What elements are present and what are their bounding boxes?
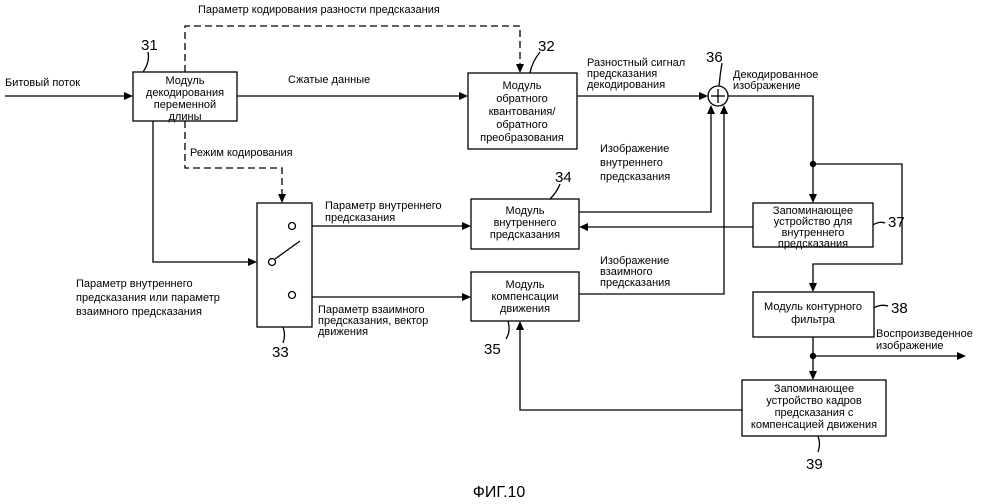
label-line: квантования/ [489,106,557,118]
ref-32: 32 [538,38,555,55]
ref-31: 31 [141,37,158,54]
label-line: предсказания [778,238,848,250]
arrow-intra-into-adder [707,105,715,114]
leader-37 [873,222,885,225]
label-line: устройство кадров [766,395,862,407]
ref-33: 33 [272,344,289,361]
label-reproduced-image: Воспроизведенноеизображение [876,328,973,352]
line-intra-or-inter-param [153,121,249,262]
arrow-into-adder [699,92,708,100]
label-inter-param: Параметр взаимногопредсказания, вектордв… [318,304,428,338]
label-line: предсказания или параметр [76,292,220,304]
leader-33 [283,327,285,343]
label-line: Модуль [506,279,545,291]
label-line: взаимного предсказания [76,306,202,318]
ref-34: 34 [555,169,572,186]
leader-35 [506,321,509,339]
leader-39 [818,436,820,452]
line-frame-memory-out [520,329,742,410]
label-line: компенсации [492,291,559,303]
label-line: Параметр внутреннего [76,278,193,290]
arrow-param-into-33 [248,258,257,266]
arrow-into-37 [809,194,817,203]
label-line: компенсацией движения [751,419,877,431]
line-pred-diff-param [185,26,520,72]
label-line: Воспроизведенное [876,328,973,340]
label-line: декодирования [146,87,224,99]
label-bitstream: Битовый поток [5,77,80,89]
label-line: Модуль [506,205,545,217]
label-line: изображение [733,80,801,92]
leader-31 [143,52,148,72]
label-line: преобразования [480,132,564,144]
label-decoded-image: Декодированноеизображение [733,69,818,92]
label-line: Параметр внутреннего [325,200,442,212]
label-line: Модуль контурного [764,301,862,313]
label-line: декодирования [587,79,665,91]
label-line: предсказания [325,212,395,224]
label-line: Изображение [600,143,669,155]
label-intra-param: Параметр внутреннегопредсказания [325,200,442,224]
arrow-into-39 [809,371,817,380]
label-coding-mode: Режим кодирования [190,147,293,159]
leader-38 [874,305,888,308]
label-compressed-data: Сжатые данные [288,74,370,86]
label-line: предсказания [490,229,560,241]
label-line: Битовый поток [5,77,80,89]
leader-34 [550,184,560,199]
figure-caption: ФИГ.10 [473,484,526,501]
label-line: обратного [496,93,548,105]
block-37-label: Запоминающееустройство длявнутреннегопре… [773,205,853,250]
label-line: Запоминающее [774,383,854,395]
label-line: Режим кодирования [190,147,293,159]
arrow-inter-into-adder [720,105,728,114]
label-intra-or-inter-param: Параметр внутреннего предсказания или пар… [76,278,220,318]
label-line: обратного [496,119,548,131]
switch-contact-bottom [289,292,296,299]
label-line: движения [318,326,368,338]
label-line: Параметр кодирования разности предсказан… [198,4,440,16]
arrow-into-35-bottom [516,321,524,330]
arrow-pred-diff-into-32 [516,64,524,73]
arrow-reproduced-out [957,352,966,360]
label-intra-image: Изображение внутреннего предсказания [600,143,670,183]
arrow-into-35 [462,293,471,301]
ref-39: 39 [806,456,823,473]
ref-37: 37 [888,214,905,231]
label-line: движения [500,303,550,315]
leader-32 [530,52,540,73]
label-residual: Разностный сигналпредсказаниядекодирован… [587,57,685,91]
ref-38: 38 [891,300,908,317]
arrow-into-31 [124,92,133,100]
label-line: внутреннего [600,157,663,169]
label-line: изображение [876,340,944,352]
label-line: предсказания [600,277,670,289]
arrow-into-38 [809,283,817,292]
arrow-mode-into-33 [278,194,286,203]
block-33-switch [257,203,312,327]
label-line: внутреннего [494,217,557,229]
label-inter-image: Изображениевзаимногопредсказания [600,255,670,289]
label-line: фильтра [791,314,836,326]
label-line: Сжатые данные [288,74,370,86]
switch-contact-pivot [269,259,276,266]
ref-36: 36 [706,49,723,66]
label-line: предсказания с [775,407,854,419]
label-line: Модуль [166,75,205,87]
arrow-into-34-right [579,223,588,231]
line-decoded-image [728,96,813,195]
ref-35: 35 [484,341,501,358]
arrow-into-34 [462,222,471,230]
label-pred-diff-param: Параметр кодирования разности предсказан… [198,4,440,16]
arrow-into-32 [459,92,468,100]
label-line: предсказания [600,171,670,183]
label-line: Модуль [503,80,542,92]
label-line: переменной [154,99,216,111]
switch-contact-top [289,223,296,230]
leader-36 [719,63,722,86]
